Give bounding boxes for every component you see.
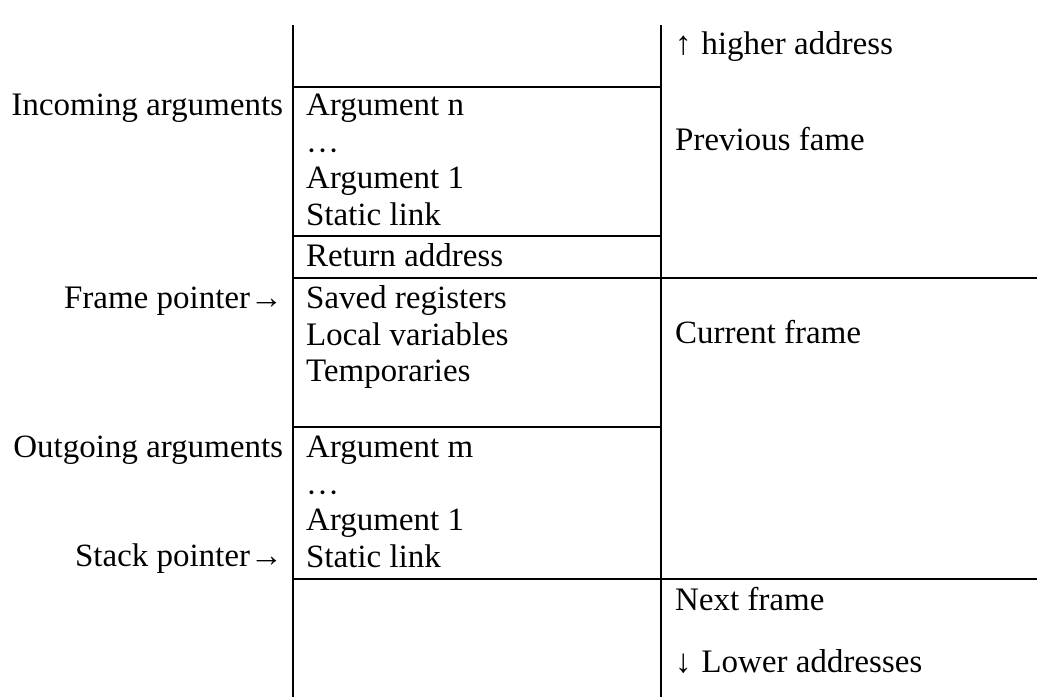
cell-temporaries: Temporaries [306,353,471,389]
cell-static-link-outgoing: Static link [306,538,441,575]
current-frame-body-box: Saved registers Local variables Temporar… [306,280,508,390]
separator-above-return-address [292,235,662,237]
lower-addresses-text: Lower addresses [701,644,923,680]
right-arrow-icon: → [250,538,283,574]
lower-addresses-label: ↓Lower addresses [675,644,922,681]
separator-previous-current-frame [292,277,1037,279]
cell-return-address: Return address [306,238,504,274]
incoming-args-box: Argument n … Argument 1 Static link [306,87,464,233]
stack-pointer-label: Stack pointer→ [0,538,283,575]
cell-argument-m: Argument m [306,429,474,465]
cell-ellipsis-outgoing: … [306,465,339,502]
frame-pointer-label: Frame pointer→ [0,280,283,317]
cell-ellipsis-incoming: … [306,123,339,160]
higher-address-text: higher address [701,26,893,62]
down-arrow-icon: ↓ [675,644,692,680]
separator-current-next-frame [292,578,1037,580]
stack-right-rail [660,25,662,697]
outgoing-arguments-label: Outgoing arguments [13,429,283,465]
cell-saved-registers: Saved registers [306,280,507,316]
separator-top-of-incoming-args [292,86,662,88]
cell-argument-n: Argument n [306,87,464,123]
higher-address-label: ↑higher address [675,26,893,63]
right-arrow-icon: → [250,280,283,316]
outgoing-args-box: Argument m … Argument 1 Static link [306,429,473,575]
cell-local-variables: Local variables [306,316,509,353]
up-arrow-icon: ↑ [675,26,692,62]
separator-above-outgoing-args [292,426,662,428]
cell-argument-1-incoming: Argument 1 [306,160,464,196]
current-frame-label: Current frame [675,315,861,351]
cell-argument-1-outgoing: Argument 1 [306,502,464,538]
next-frame-label: Next frame [675,582,825,618]
cell-static-link-incoming: Static link [306,196,441,233]
stack-pointer-text: Stack pointer [74,538,250,574]
stack-left-rail [292,25,294,697]
incoming-arguments-label: Incoming arguments [11,87,283,123]
previous-frame-label: Previous fame [675,122,865,158]
frame-pointer-text: Frame pointer [63,280,250,316]
